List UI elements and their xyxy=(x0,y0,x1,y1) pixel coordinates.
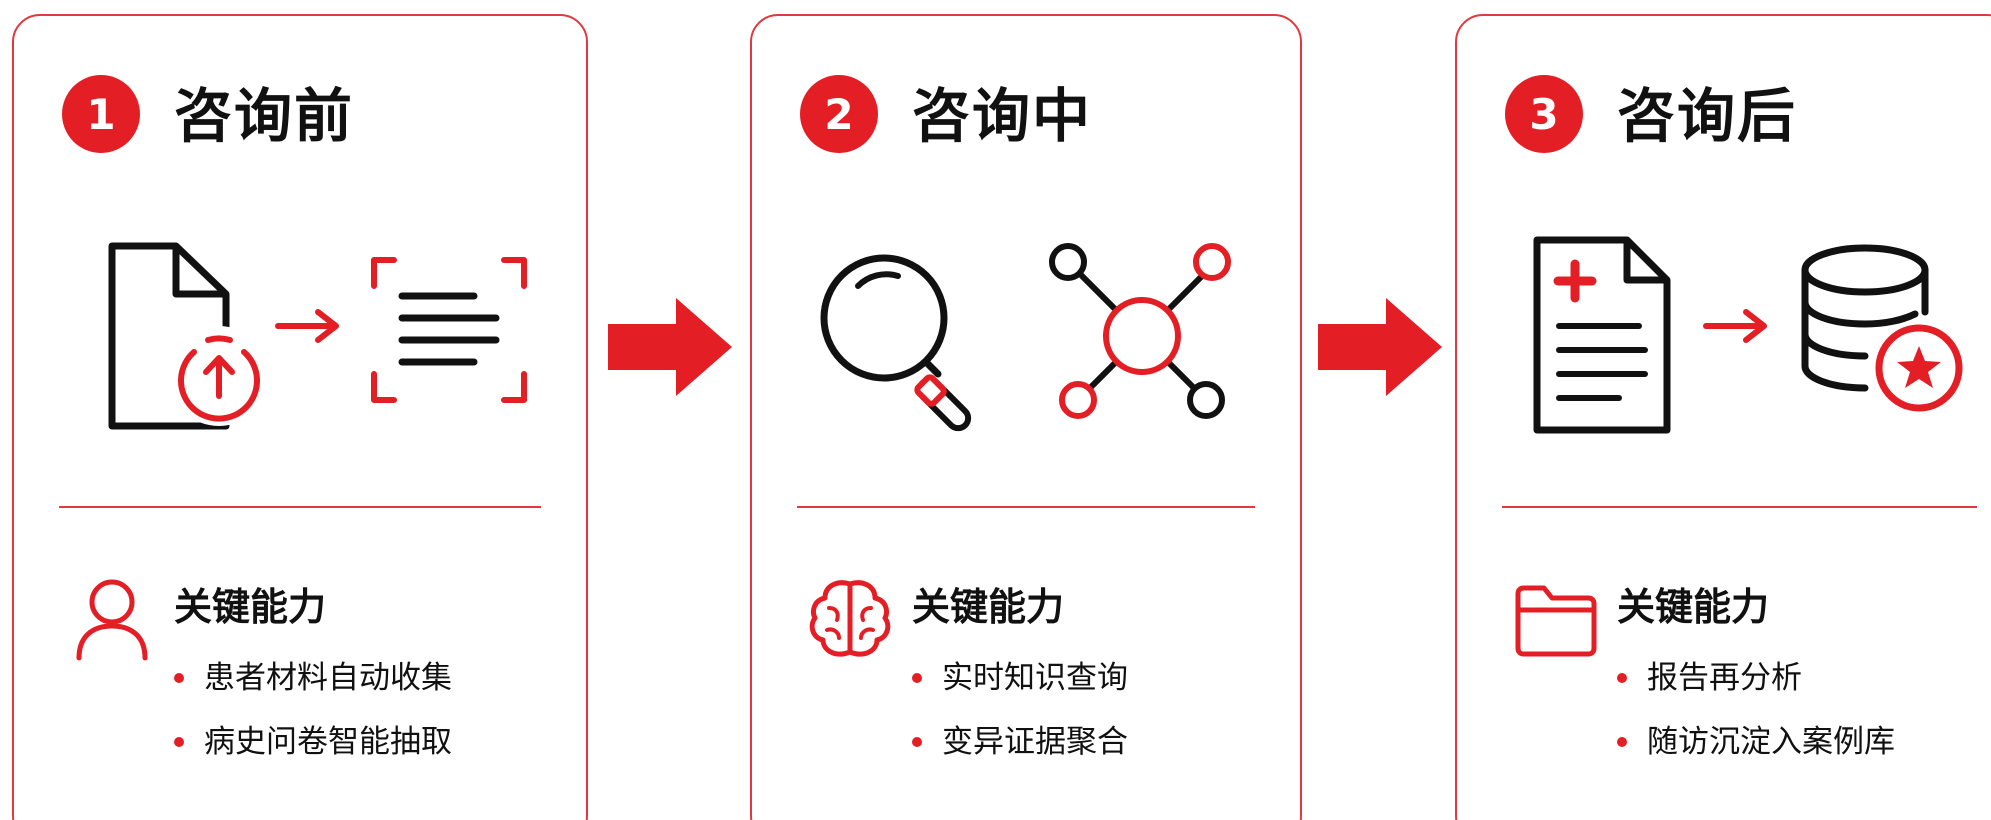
capability-title: 关键能力 xyxy=(912,585,1065,629)
step-illustration xyxy=(14,206,586,456)
capability-list: 实时知识查询 变异证据聚合 xyxy=(912,656,1128,784)
magnifier-icon xyxy=(820,254,972,432)
step-number-badge: 2 xyxy=(800,75,878,153)
bullet-dot xyxy=(174,673,184,683)
step-illustration xyxy=(752,206,1300,456)
capability-text: 实时知识查询 xyxy=(942,660,1128,696)
network-node-icon xyxy=(1049,243,1231,419)
capability-item: 报告再分析 xyxy=(1617,656,1895,700)
flow-arrow-icon xyxy=(608,298,732,396)
capability-text: 患者材料自动收集 xyxy=(204,660,452,696)
step-title: 咨询中 xyxy=(912,82,1093,150)
bullet-dot xyxy=(174,737,184,747)
capability-list: 报告再分析 随访沉淀入案例库 xyxy=(1617,656,1895,784)
right-arrow-icon xyxy=(275,309,339,343)
file-upload-icon xyxy=(108,242,269,430)
section-divider xyxy=(797,506,1255,508)
bullet-dot xyxy=(912,737,922,747)
bullet-dot xyxy=(1617,737,1627,747)
text-scan-icon xyxy=(371,257,527,403)
capability-text: 病史问卷智能抽取 xyxy=(204,724,452,760)
flow-arrow-icon xyxy=(1318,298,1442,396)
user-icon xyxy=(76,579,148,661)
capability-item: 实时知识查询 xyxy=(912,656,1128,700)
brain-icon xyxy=(809,580,891,657)
medical-report-icon xyxy=(1533,236,1671,434)
bullet-dot xyxy=(1617,673,1627,683)
right-arrow-icon xyxy=(1703,309,1767,343)
capability-item: 病史问卷智能抽取 xyxy=(174,720,452,764)
step-card-during: 2 咨询中 xyxy=(750,14,1302,820)
step-title: 咨询后 xyxy=(1617,82,1798,150)
section-divider xyxy=(1502,506,1977,508)
capability-item: 变异证据聚合 xyxy=(912,720,1128,764)
section-divider xyxy=(59,506,541,508)
bullet-dot xyxy=(912,673,922,683)
capability-text: 随访沉淀入案例库 xyxy=(1647,724,1895,760)
capability-list: 患者材料自动收集 病史问卷智能抽取 xyxy=(174,656,452,784)
folder-icon xyxy=(1515,585,1597,657)
capability-title: 关键能力 xyxy=(174,585,327,629)
capability-text: 报告再分析 xyxy=(1647,660,1802,696)
step-card-after: 3 咨询后 xyxy=(1455,14,1991,820)
database-star-icon xyxy=(1801,244,1963,412)
step-title: 咨询前 xyxy=(174,82,355,150)
step-number-badge: 1 xyxy=(62,75,140,153)
step-illustration xyxy=(1457,206,1991,456)
capability-item: 随访沉淀入案例库 xyxy=(1617,720,1895,764)
step-card-before: 1 咨询前 xyxy=(12,14,588,820)
capability-item: 患者材料自动收集 xyxy=(174,656,452,700)
step-number-badge: 3 xyxy=(1505,75,1583,153)
capability-title: 关键能力 xyxy=(1617,585,1770,629)
capability-text: 变异证据聚合 xyxy=(942,724,1128,760)
